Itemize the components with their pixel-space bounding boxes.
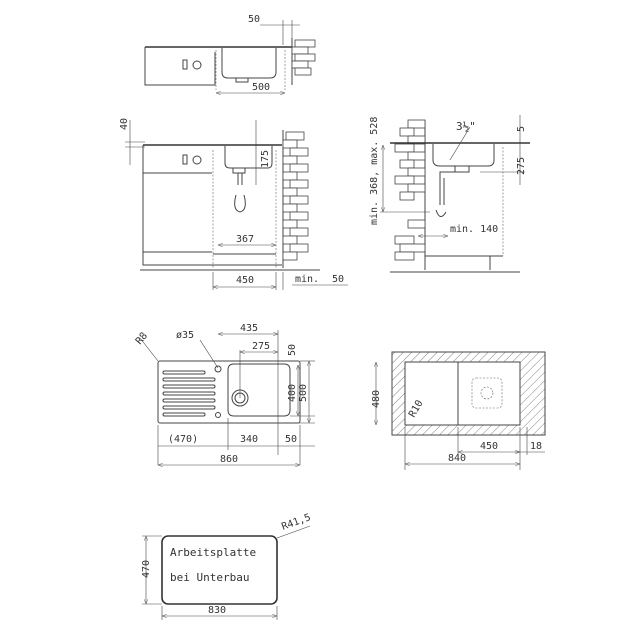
dim-bowl: 340 [240,434,258,445]
tap-hole-icon [214,365,222,373]
dim-cabinet: 450 [236,275,254,286]
dim-height: 470 [141,560,152,578]
brick-wall [291,38,316,85]
worktop-label-line1: Arbeitsplatte [170,546,256,559]
side-elevation-view: 40 175 367 450 min. 50 [119,118,348,290]
worktop-view: Arbeitsplatte bei Unterbau R41,5 470 830 [141,512,312,620]
dim-width: 830 [208,605,226,616]
dim-450: 450 [480,441,498,452]
dim-depth: 500 [252,82,270,93]
dim-inner: 367 [236,234,254,245]
plan-view: R8 ø35 435 275 50 400 500 (470) 340 50 8… [134,323,315,465]
dim-50-top: 50 [287,344,298,356]
control-knob-icon [182,154,188,165]
dim-wall-min-label: min. [295,274,319,285]
dim-connection-height: min. 368, max. 528 [369,117,380,225]
radius: R8 [134,331,150,347]
dim-275: 275 [252,341,270,352]
drain-size: 3½" [456,120,476,133]
radius: R41,5 [280,512,312,533]
top-elevation-view: 50 500 [144,14,316,93]
dim-drainer: (470) [168,434,198,445]
dim-wall-offset: 50 [248,14,260,25]
drainer-grooves [162,370,216,417]
dim-435: 435 [240,323,258,334]
dim-wall-min: 50 [332,274,344,285]
dim-840: 840 [448,453,466,464]
dim-500: 500 [298,384,309,402]
dim-18: 18 [530,441,542,452]
worktop-label-line2: bei Unterbau [170,571,249,584]
tap-hole-diameter: ø35 [176,330,194,341]
dim-top: 5 [516,126,527,132]
brick-wall [282,130,309,268]
dim-height: 480 [371,390,382,408]
radius: R10 [407,398,426,419]
dim-total: 860 [220,454,238,465]
dim-drain-height: 275 [516,157,527,175]
dim-bowl-depth: 175 [260,150,271,168]
dim-min-distance: min. 140 [450,224,498,235]
dim-50-bottom: 50 [285,434,297,445]
section-view: 3½" 5 275 min. 368, max. 528 min. 140 [369,115,530,273]
dim-countertop: 40 [119,118,130,130]
cutout-view: 480 R10 450 18 840 [371,351,546,470]
dim-400: 400 [287,384,298,402]
control-knob-icon [182,59,188,70]
brick-wall [394,119,426,270]
